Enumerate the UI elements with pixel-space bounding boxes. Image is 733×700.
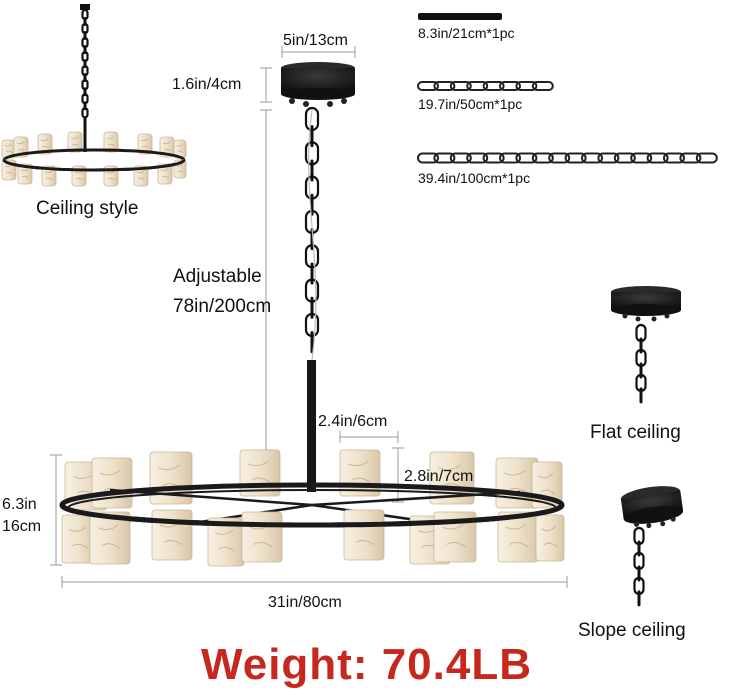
rod-accessory: [418, 13, 502, 20]
dimension-lines: [50, 46, 568, 588]
body-height-in-label: 6.3in: [2, 496, 37, 513]
diameter-label: 31in/80cm: [268, 594, 342, 611]
power-cord: [308, 109, 317, 361]
chain-short-label: 19.7in/50cm*1pc: [418, 96, 523, 112]
shade-height-label: 2.8in/7cm: [404, 468, 474, 485]
main-fixture: [59, 449, 565, 567]
adjustable-title: Adjustable: [173, 266, 262, 287]
flat-ceiling-canopy: [611, 286, 681, 404]
adjustable-value: 78in/200cm: [173, 296, 272, 317]
weight-label: Weight: 70.4LB: [200, 640, 532, 689]
flat-ceiling-caption: Flat ceiling: [590, 422, 681, 443]
ceiling-style-caption: Ceiling style: [36, 198, 139, 219]
chain-short-accessory: [417, 81, 554, 91]
center-rod: [307, 360, 316, 492]
hanging-chain: [304, 106, 320, 354]
body-height-cm-label: 16cm: [2, 518, 42, 535]
canopy-width-label: 5in/13cm: [283, 32, 348, 49]
rod-length-label: 8.3in/21cm*1pc: [418, 25, 515, 41]
slope-ceiling-canopy: [620, 486, 684, 607]
main-canopy: [281, 62, 355, 107]
canopy-height-label: 1.6in/4cm: [172, 76, 242, 93]
slope-ceiling-caption: Slope ceiling: [578, 620, 686, 641]
chain-long-accessory: [417, 152, 718, 164]
chain-long-label: 39.4in/100cm*1pc: [418, 170, 531, 186]
shade-width-label: 2.4in/6cm: [318, 413, 388, 430]
ceiling-style-thumbnail: [1, 4, 187, 187]
